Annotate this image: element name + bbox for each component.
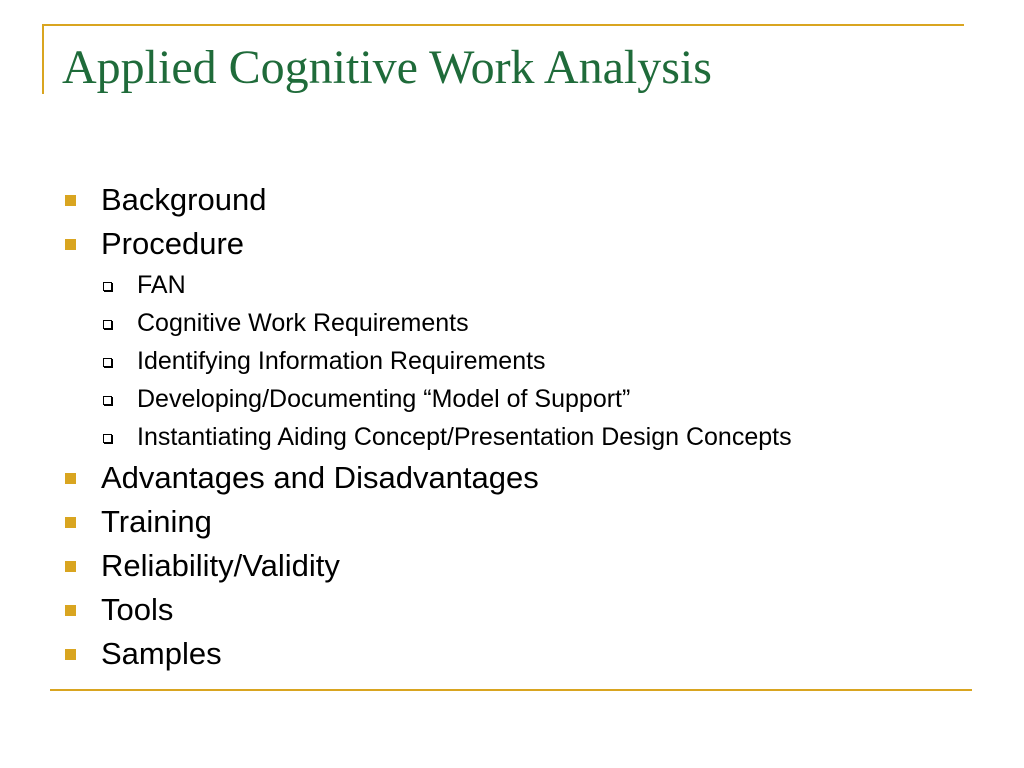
- hollow-square-bullet-icon: [103, 396, 112, 405]
- bullet-item: Samples: [62, 632, 992, 676]
- bullet-item: Tools: [62, 588, 992, 632]
- sub-bullet-item: FAN: [101, 266, 992, 304]
- sub-bullet-label: Instantiating Aiding Concept/Presentatio…: [137, 423, 792, 451]
- bullet-label: Training: [101, 504, 212, 539]
- hollow-square-bullet-icon: [103, 320, 112, 329]
- frame-bottom-rule: [50, 689, 972, 691]
- hollow-square-bullet-icon: [103, 358, 112, 367]
- square-bullet-icon: [65, 239, 76, 250]
- square-bullet-icon: [65, 605, 76, 616]
- frame-top-rule: [42, 24, 964, 26]
- sub-bullet-label: Developing/Documenting “Model of Support…: [137, 385, 631, 413]
- square-bullet-icon: [65, 517, 76, 528]
- bullet-item: Reliability/Validity: [62, 544, 992, 588]
- sub-bullet-label: Identifying Information Requirements: [137, 347, 546, 375]
- bullet-label: Tools: [101, 592, 174, 627]
- bullet-label: Samples: [101, 636, 222, 671]
- bullet-label: Reliability/Validity: [101, 548, 340, 583]
- bullet-item: Advantages and Disadvantages: [62, 456, 992, 500]
- bullet-label: Advantages and Disadvantages: [101, 460, 539, 495]
- square-bullet-icon: [65, 561, 76, 572]
- square-bullet-icon: [65, 473, 76, 484]
- slide-title: Applied Cognitive Work Analysis: [62, 41, 712, 94]
- hollow-square-bullet-icon: [103, 434, 112, 443]
- sub-bullet-item: Cognitive Work Requirements: [101, 304, 992, 342]
- square-bullet-icon: [65, 649, 76, 660]
- sub-bullet-label: FAN: [137, 271, 186, 299]
- hollow-square-bullet-icon: [103, 282, 112, 291]
- sub-bullet-label: Cognitive Work Requirements: [137, 309, 469, 337]
- bullet-item: Background: [62, 178, 992, 222]
- bullet-label: Procedure: [101, 226, 245, 261]
- frame-left-rule: [42, 24, 44, 94]
- bullet-label: Background: [101, 182, 267, 217]
- square-bullet-icon: [65, 195, 76, 206]
- sub-bullet-item: Identifying Information Requirements: [101, 342, 992, 380]
- bullet-item: Training: [62, 500, 992, 544]
- sub-bullet-item: Instantiating Aiding Concept/Presentatio…: [101, 418, 992, 456]
- sub-bullet-item: Developing/Documenting “Model of Support…: [101, 380, 992, 418]
